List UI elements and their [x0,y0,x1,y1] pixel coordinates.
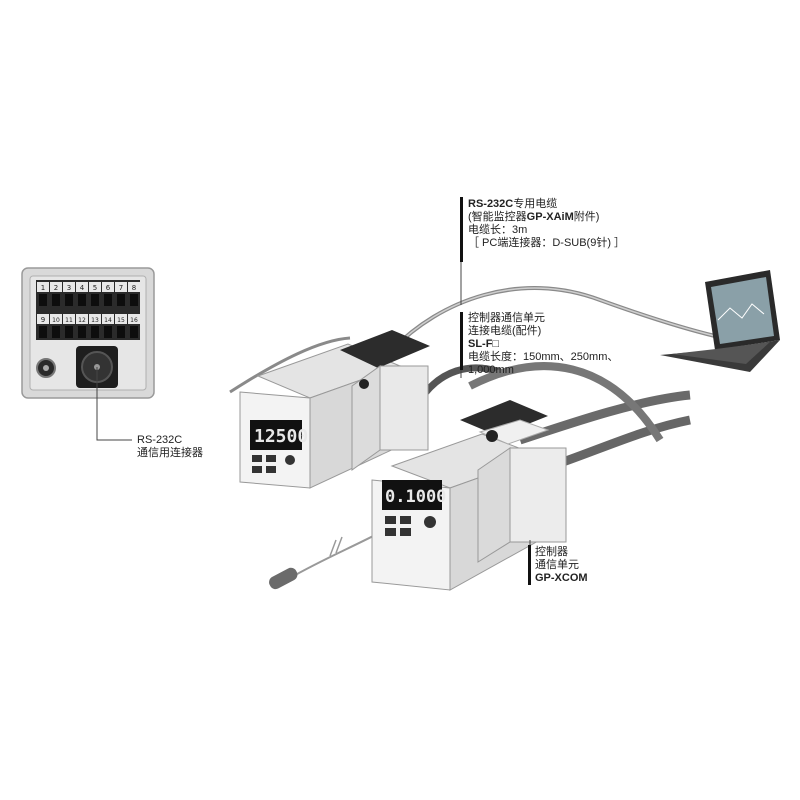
terminal-bottom-label-bg [63,314,75,324]
terminal-top-slot [91,294,99,306]
terminal-bottom-slot [78,326,86,338]
terminal-top-label-bg [37,282,49,292]
controller-unit-front: 0.1000 [371,400,567,591]
terminal-bottom-slot [117,326,125,338]
terminal-bottom-slot [39,326,47,338]
terminal-top-number: 4 [80,284,85,292]
terminal-top-number: 2 [54,284,58,292]
terminal-top-slot [52,294,60,306]
terminal-bottom-label-bg [128,314,140,324]
terminal-top-label-bg [76,282,88,292]
terminal-bottom-label-bg [37,314,49,324]
terminal-top-number: 3 [67,284,71,292]
terminal-top-label-bg [102,282,114,292]
label-rs232c-connector-line1: RS-232C [137,434,183,446]
label-marker-bar-3 [528,545,531,585]
label-marker-bar [460,197,463,262]
terminal-bottom-number: 14 [104,317,112,324]
label-rs232c-connector-line2: 通信用连接器 [137,447,203,459]
terminal-top-label-bg [128,282,140,292]
terminal-top-slot [130,294,138,306]
terminal-top-number: 1 [41,284,45,292]
sensor-probe [269,567,298,590]
label-rs232c-connector: RS-232C 通信用连接器 [137,434,203,460]
link-cable-line5: 1,000mm [468,364,514,376]
label-rs232c-cable: RS-232C专用电缆 (智能监控器GP-XAiM附件) 电缆长：3m ［ PC… [468,198,625,250]
terminal-bottom-slot [130,326,138,338]
cables [229,286,716,590]
link-cable-line1: 控制器通信单元 [468,312,545,324]
terminal-bottom-slot [52,326,60,338]
terminal-top-number: 6 [106,284,111,292]
terminal-top-slot [65,294,73,306]
terminal-top-label-bg [89,282,101,292]
link-cable-line2: 连接电缆(配件) [468,325,542,337]
rs232c-cable-line2-post: 附件) [573,211,600,223]
label-marker-bar-2 [460,312,463,370]
rs232c-cable-title-rest: 专用电缆 [513,198,558,210]
terminal-top-number: 8 [132,284,136,292]
terminal-bottom-number: 11 [65,317,73,324]
terminal-bottom-number: 12 [78,317,86,324]
terminal-top-slot [39,294,47,306]
display-front-value: 0.1000 [385,487,446,507]
label-link-cable: 控制器通信单元 连接电缆(配件) SL-F□ 电缆长度：150mm、250mm、… [468,312,618,377]
terminal-bottom-number: 10 [52,317,60,324]
label-comm-unit: 控制器 通信单元 GP-XCOM [535,546,588,585]
rs232c-cable-line2-bold: GP-XAiM [526,211,574,223]
terminal-bottom-number: 13 [91,317,99,324]
rs232c-cable-title-bold: RS-232C [468,198,514,210]
terminal-top-label-bg [115,282,127,292]
link-cable-line3: SL-F□ [468,338,500,350]
rs232c-cable-line2-pre: (智能监控器 [468,211,527,223]
terminal-top-slot [104,294,112,306]
terminal-bottom-slot [104,326,112,338]
comm-unit-line1: 控制器 [535,546,568,558]
terminal-bottom-label-bg [102,314,114,324]
terminal-bottom-label-bg [50,314,62,324]
terminal-bottom-slot [65,326,73,338]
terminal-bottom-label-bg [89,314,101,324]
controller-unit-left: 12500 [239,330,430,489]
terminal-bottom-slot [91,326,99,338]
link-cable-line4: 电缆长度：150mm、250mm、 [468,351,619,363]
display-left-value: 12500 [254,426,308,447]
terminal-row-bottom: 9 10 11 12 13 14 15 16 [37,314,140,338]
terminal-top-number: 7 [119,284,123,292]
terminal-top-number: 5 [93,284,97,292]
terminal-top-slot [117,294,125,306]
laptop [660,270,780,372]
terminal-bottom-label-bg [76,314,88,324]
terminal-top-label-bg [50,282,62,292]
comm-unit-line2: 通信单元 [535,559,579,571]
terminal-bottom-number: 9 [41,316,45,324]
terminal-top-label-bg [63,282,75,292]
terminal-top-slot [78,294,86,306]
terminal-bottom-number: 15 [117,317,125,324]
terminal-bottom-number: 16 [130,317,138,324]
rs232c-cable-line3: 电缆长：3m [468,224,528,236]
comm-unit-line3: GP-XCOM [535,572,588,584]
rs232c-cable-line4: ［ PC端连接器：D-SUB(9针) ］ [468,237,626,249]
terminal-bottom-label-bg [115,314,127,324]
